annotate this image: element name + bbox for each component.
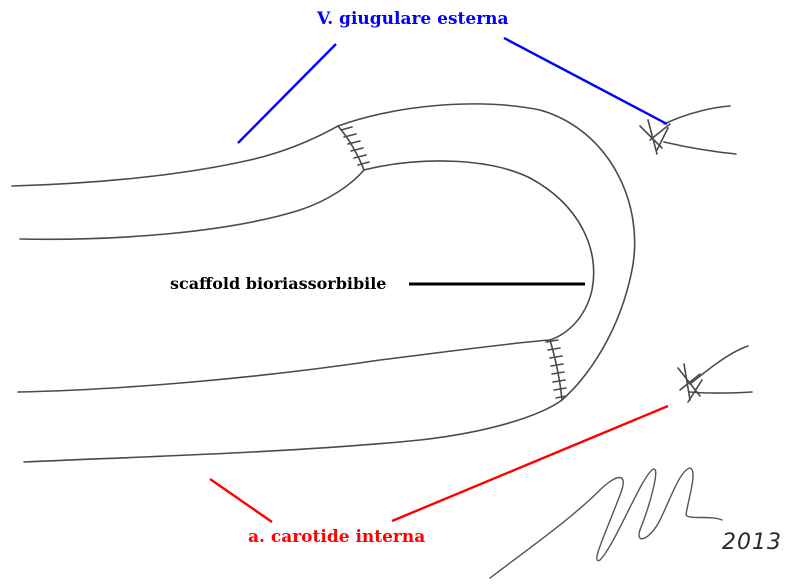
scaffold-inner-wall [364, 161, 594, 340]
vein-stump-lower [664, 142, 736, 154]
vein-label: V. giugulare esterna [317, 11, 509, 28]
scaffold-outer-wall [338, 104, 635, 400]
scaffold-label: scaffold bioriassorbibile [170, 276, 386, 292]
vein-upper-wall [12, 126, 338, 186]
artery-leader-right [392, 406, 668, 521]
vein-anastomosis-stitches [341, 127, 369, 165]
artery-leader-left [210, 479, 272, 522]
artery-upper-wall [18, 340, 550, 392]
vein-leader-left [238, 44, 336, 143]
artery-anastomosis-stitches [546, 340, 566, 398]
signature-year: 2013 [722, 530, 782, 555]
vein-stump-ligature [640, 120, 670, 154]
artery-stump-upper [690, 346, 748, 384]
artery-stump-lower [690, 392, 752, 393]
vein-lower-wall [20, 170, 364, 239]
vein-leader-right [504, 38, 667, 124]
artery-stump-ligature [678, 364, 702, 402]
vein-stump-upper [664, 106, 730, 124]
artery-label: a. carotide interna [248, 529, 425, 546]
signature-scribble [490, 468, 722, 578]
artery-lower-wall [24, 400, 562, 462]
